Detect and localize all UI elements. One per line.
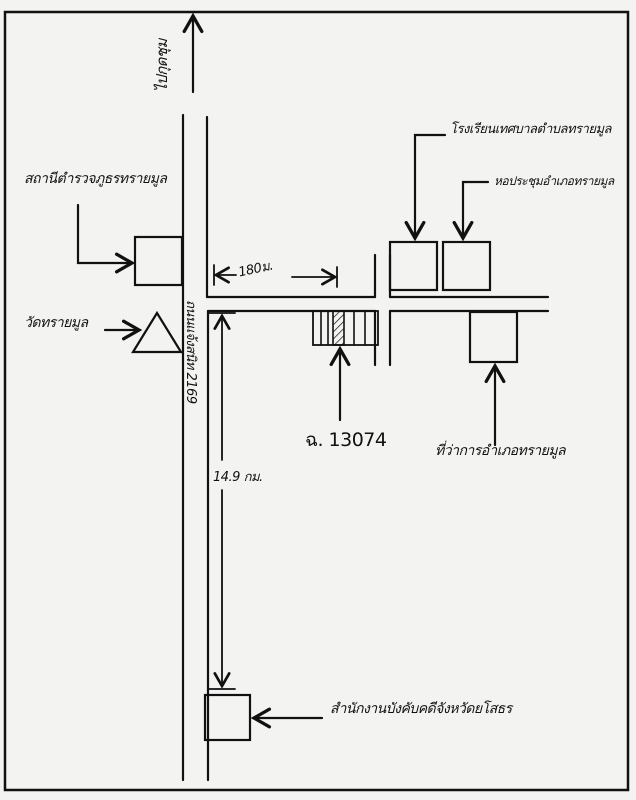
district-office-box: [468, 310, 519, 364]
police-station-box: [133, 235, 184, 287]
main-road: [181, 113, 210, 782]
district-office-label: ที่ว่าการอำเภอทรายมูล: [435, 443, 566, 459]
enforcement-office-label: สำนักงานบังคับคดีจังหวัดยโสธร: [330, 701, 512, 717]
school-label: โรงเรียนเทศบาลตำบลทรายมูล: [450, 122, 612, 137]
land-plot: [312, 310, 379, 346]
direction-label: ไปกุดชุม: [153, 39, 171, 92]
police-station-pointer: [76, 203, 136, 274]
temple-triangle: [131, 310, 183, 354]
temple-label: วัดทรายมูล: [24, 315, 88, 331]
plot-label: ฉ. 13074: [305, 429, 387, 451]
road-label: ถนนแจ้งสนิท 2169: [183, 300, 198, 404]
assembly-hall-label: หอประชุมอำเภอทรายมูล: [494, 174, 614, 188]
side-road-dimension: [213, 264, 338, 288]
school-pointer: [404, 133, 447, 242]
assembly-hall-box: [441, 240, 492, 292]
main-road-distance: 14.9 กม.: [213, 470, 263, 485]
police-station-label: สถานีตำรวจภูธรทรายมูล: [24, 171, 167, 187]
enforcement-office-box: [203, 693, 252, 742]
main-road-dimension: [207, 312, 236, 690]
assembly-hall-pointer: [452, 180, 490, 242]
page-border: [3, 10, 630, 792]
school-box: [388, 240, 439, 292]
